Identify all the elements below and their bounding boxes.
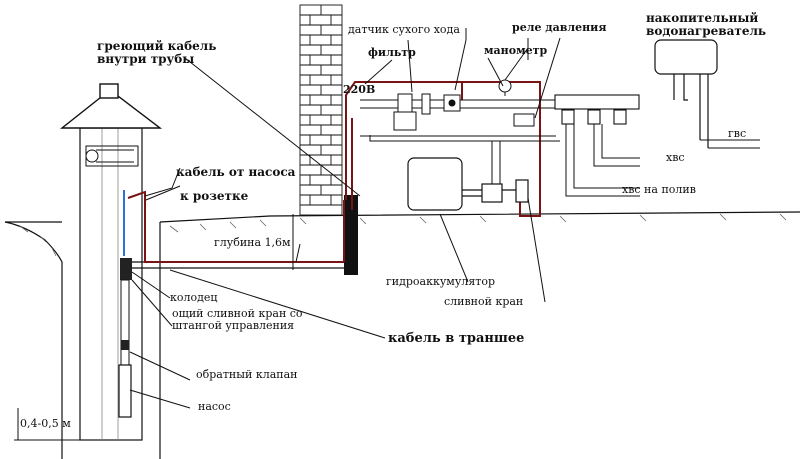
brick-wall <box>299 4 343 216</box>
riser-pipe <box>344 195 358 275</box>
well-shaft <box>79 127 143 441</box>
label-cold-water: хвс <box>666 151 685 164</box>
label-voltage: 220В <box>343 83 376 96</box>
label-hot-water: гвс <box>728 127 747 140</box>
depth-markers <box>14 214 294 441</box>
outgoing-pipes <box>360 124 760 197</box>
label-to-socket: к розетке <box>180 189 249 203</box>
label-manometer: манометр <box>484 44 548 57</box>
well-roof <box>59 83 163 129</box>
ground-hatching <box>19 213 787 257</box>
well-windlass <box>85 145 139 167</box>
label-irrigation: хвс на полив <box>622 183 696 196</box>
filter <box>393 93 431 131</box>
hydro-accumulator <box>407 157 529 211</box>
power-cable <box>127 81 541 263</box>
label-drain-valve: сливной кран <box>444 295 524 308</box>
label-filter: фильтр <box>368 46 416 59</box>
label-dry-run-sensor: датчик сухого хода <box>348 23 460 36</box>
label-trench-cable: кабель в траншее <box>388 331 525 346</box>
label-check-valve: обратный клапан <box>196 368 298 381</box>
pressure-relay <box>513 113 535 127</box>
leader-lines <box>129 28 561 409</box>
label-pump-cable: кабель от насоса <box>176 165 296 179</box>
dry-run-sensor <box>443 94 461 112</box>
label-depth: глубина 1,6м <box>214 236 291 249</box>
manifold <box>554 94 640 125</box>
pump-assembly <box>118 258 132 418</box>
label-accumulator: гидроаккумулятор <box>386 275 496 288</box>
label-ground-depth: 0,4-0,5 м <box>20 417 71 430</box>
label-pump: насос <box>198 400 231 413</box>
label-well: колодец <box>170 291 218 304</box>
label-pressure-relay: реле давления <box>512 21 607 34</box>
storage-water-heater <box>654 39 718 148</box>
